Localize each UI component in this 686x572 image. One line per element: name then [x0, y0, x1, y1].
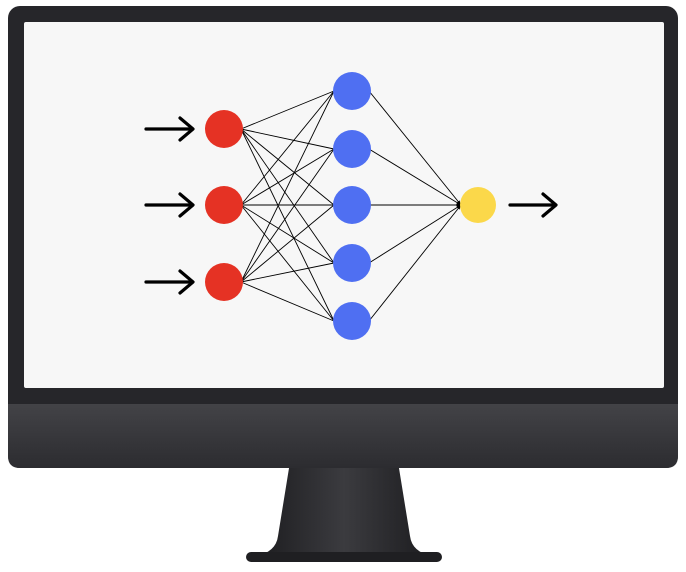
- network-edge: [240, 148, 335, 206]
- input-node: [205, 110, 243, 148]
- network-edge: [368, 204, 462, 322]
- output-node: [460, 187, 496, 223]
- hidden-node: [333, 130, 371, 168]
- network-edge: [240, 128, 335, 322]
- network-edge: [368, 148, 462, 206]
- network-edge: [240, 90, 335, 283]
- network-edge: [240, 128, 335, 206]
- io-arrows: [144, 116, 558, 295]
- hidden-node: [333, 72, 371, 110]
- network-edge: [240, 128, 335, 264]
- monitor-chin: [8, 404, 678, 468]
- hidden-node: [333, 244, 371, 282]
- network-edge: [368, 90, 462, 206]
- network-edge: [240, 204, 335, 283]
- hidden-node: [333, 186, 371, 224]
- network-edge: [240, 90, 335, 130]
- arrow-icon: [144, 116, 195, 142]
- arrow-icon: [144, 269, 195, 295]
- network-edges: [240, 90, 462, 322]
- network-edge: [240, 204, 335, 264]
- network-nodes: [205, 72, 496, 340]
- network-edge: [240, 281, 335, 322]
- network-edge: [240, 90, 335, 206]
- input-node: [205, 263, 243, 301]
- network-edge: [240, 128, 335, 150]
- network-edge: [368, 204, 462, 264]
- input-node: [205, 186, 243, 224]
- arrow-icon: [144, 192, 195, 218]
- network-edge: [240, 148, 335, 283]
- neural-network-diagram: [144, 72, 558, 340]
- network-edge: [240, 262, 335, 283]
- network-edge: [240, 204, 335, 322]
- hidden-node: [333, 302, 371, 340]
- arrow-icon: [508, 192, 558, 218]
- monitor-stand: [256, 462, 432, 556]
- monitor-stand-base: [246, 552, 442, 562]
